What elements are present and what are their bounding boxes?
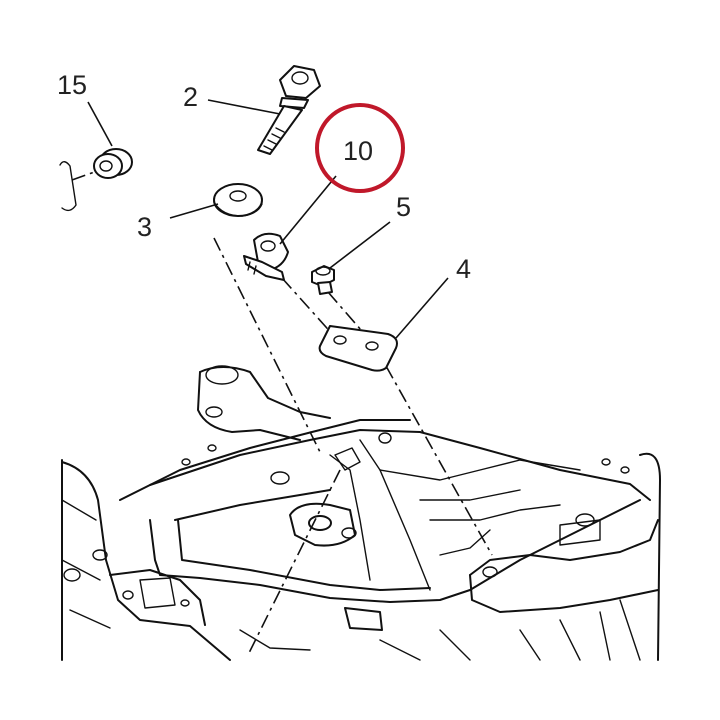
callout-5[interactable]: 5 xyxy=(396,192,411,222)
callout-labels: 15 2 10 5 3 4 xyxy=(57,70,471,284)
clip-part-10[interactable] xyxy=(243,232,289,281)
leader-2 xyxy=(207,99,281,115)
callout-4[interactable]: 4 xyxy=(456,254,471,284)
assembly-line-bracket xyxy=(385,365,493,556)
screw-part-5[interactable] xyxy=(311,265,335,295)
assembly-line-clip xyxy=(281,277,335,337)
leader-3 xyxy=(169,203,219,219)
leader-10 xyxy=(279,175,337,245)
leader-lines xyxy=(87,99,449,339)
bushing-part-15[interactable] xyxy=(59,148,133,212)
highlight-circle xyxy=(315,103,405,193)
washer-part-3[interactable] xyxy=(213,183,263,217)
bolt-part-2[interactable] xyxy=(257,65,321,155)
callout-3[interactable]: 3 xyxy=(137,212,152,242)
callout-15[interactable]: 15 xyxy=(57,70,87,100)
callout-2[interactable]: 2 xyxy=(183,82,198,112)
assembly-line-mount xyxy=(247,469,341,656)
leader-15 xyxy=(87,101,113,147)
assembly-lines xyxy=(213,237,493,656)
assembly-line-screw xyxy=(327,291,369,339)
callout-10[interactable]: 10 xyxy=(343,136,373,166)
assembly-line-bolt xyxy=(213,237,321,453)
leader-5 xyxy=(329,221,391,269)
leader-4 xyxy=(395,277,449,339)
bracket-part-4[interactable] xyxy=(318,325,398,372)
vehicle-frame xyxy=(61,365,661,661)
